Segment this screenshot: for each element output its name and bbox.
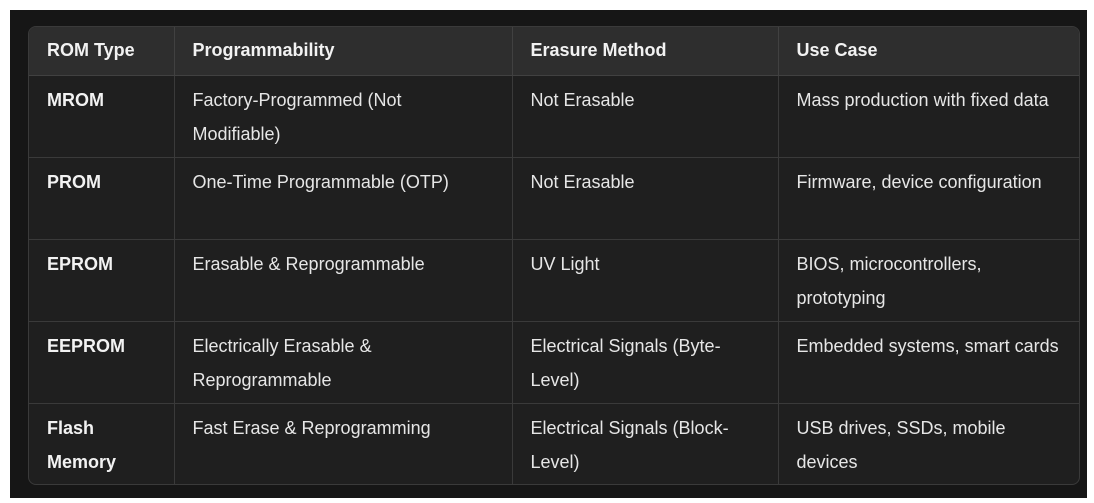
cell-programmability: Factory-Programmed (Not Modifiable): [174, 75, 513, 158]
cell-text: Not Erasable: [530, 89, 635, 110]
rom-comparison-table: ROM Type Programmability Erasure Method …: [28, 26, 1080, 485]
table-row: EEPROM Electrically Erasable & Reprogram…: [29, 321, 1079, 404]
cell-programmability: Electrically Erasable & Reprogrammable: [174, 321, 513, 404]
cell-erasure-method: Not Erasable: [512, 75, 779, 158]
cell-text: Flash Memory: [47, 417, 117, 472]
cell-text: PROM: [47, 171, 101, 192]
cell-text: EEPROM: [47, 335, 126, 356]
cell-text: MROM: [47, 89, 104, 110]
cell-use-case: BIOS, microcontrollers, prototyping: [778, 239, 1079, 322]
cell-text: Factory-Programmed (Not Modifiable): [192, 89, 402, 144]
cell-text: One-Time Programmable (OTP): [192, 171, 449, 192]
cell-use-case: Firmware, device configuration: [778, 157, 1079, 240]
header-row: ROM Type Programmability Erasure Method …: [29, 27, 1079, 76]
cell-text: UV Light: [530, 253, 600, 274]
table-row: EPROM Erasable & Reprogrammable UV Light…: [29, 239, 1079, 322]
cell-use-case: Embedded systems, smart cards: [778, 321, 1079, 404]
cell-erasure-method: Electrical Signals (Block-Level): [512, 403, 779, 484]
cell-rom-type: EPROM: [29, 239, 175, 322]
cell-text: Mass production with fixed data: [796, 89, 1049, 110]
cell-rom-type: EEPROM: [29, 321, 175, 404]
cell-text: Erasable & Reprogrammable: [192, 253, 425, 274]
cell-text: Firmware, device configuration: [796, 171, 1042, 192]
cell-text: EPROM: [47, 253, 114, 274]
table: ROM Type Programmability Erasure Method …: [29, 27, 1079, 484]
cell-erasure-method: Electrical Signals (Byte-Level): [512, 321, 779, 404]
dark-frame: ROM Type Programmability Erasure Method …: [10, 10, 1087, 498]
cell-text: BIOS, microcontrollers, prototyping: [796, 253, 982, 308]
cell-use-case: Mass production with fixed data: [778, 75, 1079, 158]
table-body: MROM Factory-Programmed (Not Modifiable)…: [29, 75, 1079, 484]
cell-text: USB drives, SSDs, mobile devices: [796, 417, 1006, 472]
cell-erasure-method: UV Light: [512, 239, 779, 322]
cell-use-case: USB drives, SSDs, mobile devices: [778, 403, 1079, 484]
header-rom-type: ROM Type: [29, 27, 175, 76]
cell-rom-type: PROM: [29, 157, 175, 240]
table-row: MROM Factory-Programmed (Not Modifiable)…: [29, 75, 1079, 158]
table-row: PROM One-Time Programmable (OTP) Not Era…: [29, 157, 1079, 240]
table-row: Flash Memory Fast Erase & Reprogramming …: [29, 403, 1079, 484]
cell-programmability: Fast Erase & Reprogramming: [174, 403, 513, 484]
header-erasure-method: Erasure Method: [512, 27, 779, 76]
cell-programmability: Erasable & Reprogrammable: [174, 239, 513, 322]
header-use-case: Use Case: [778, 27, 1079, 76]
cell-text: Electrically Erasable & Reprogrammable: [192, 335, 372, 390]
table-header: ROM Type Programmability Erasure Method …: [29, 27, 1079, 76]
cell-programmability: One-Time Programmable (OTP): [174, 157, 513, 240]
cell-erasure-method: Not Erasable: [512, 157, 779, 240]
cell-rom-type: Flash Memory: [29, 403, 175, 484]
cell-text: Fast Erase & Reprogramming: [192, 417, 431, 438]
header-programmability: Programmability: [174, 27, 513, 76]
cell-rom-type: MROM: [29, 75, 175, 158]
cell-text: Electrical Signals (Block-Level): [530, 417, 729, 472]
cell-text: Electrical Signals (Byte-Level): [530, 335, 721, 390]
cell-text: Not Erasable: [530, 171, 635, 192]
cell-text: Embedded systems, smart cards: [796, 335, 1059, 356]
